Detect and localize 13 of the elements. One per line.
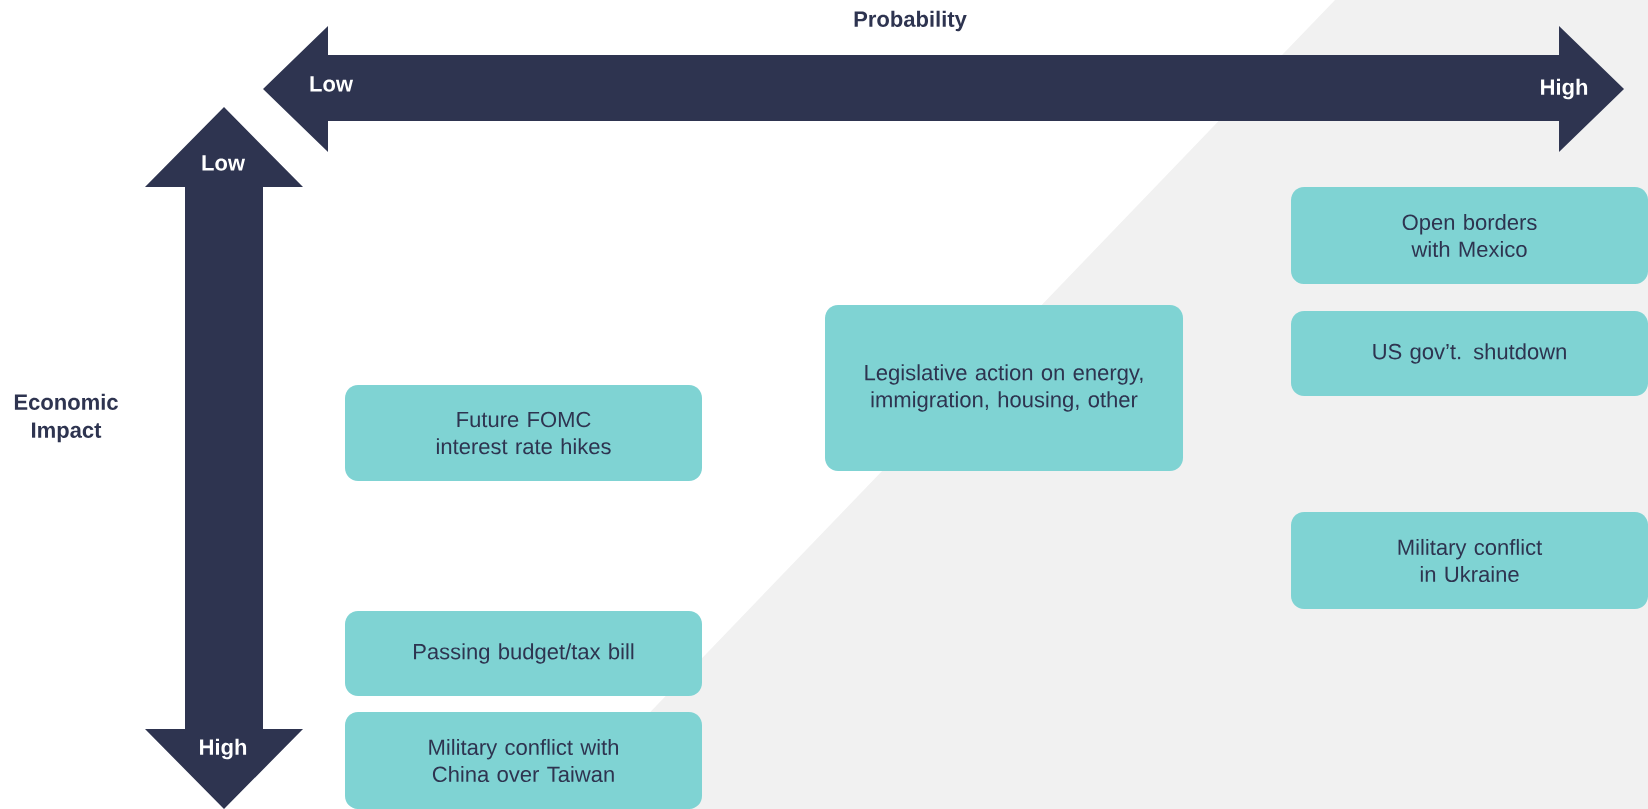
event-box: Passing budget/tax bill — [345, 611, 702, 696]
axis-label: Economic Impact — [14, 393, 118, 443]
event-box: Legislative action on energy, immigration, housing, other — [825, 305, 1183, 471]
event-box: Future FOMC interest rate hikes — [345, 385, 702, 481]
event-box: Military conflict in Ukraine — [1291, 512, 1648, 609]
event-box: Military conflict with China over Taiwan — [345, 712, 702, 809]
axis-label: Probability — [854, 10, 967, 32]
axis-label: Low — [310, 76, 354, 92]
axis-label: High — [1541, 78, 1588, 100]
axis-label: High — [200, 738, 247, 760]
event-box: Open borders with Mexico — [1291, 187, 1648, 284]
event-box: US gov’t. shutdown — [1291, 311, 1648, 396]
axis-label: Low — [202, 155, 246, 171]
